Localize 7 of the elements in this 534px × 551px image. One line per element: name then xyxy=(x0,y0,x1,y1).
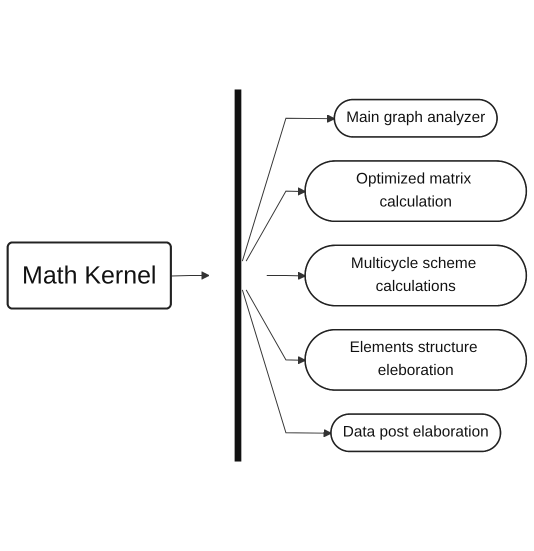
node-bar xyxy=(234,89,242,462)
arrow xyxy=(266,272,306,280)
arrow xyxy=(246,289,306,364)
arrow xyxy=(242,289,332,438)
arrow xyxy=(242,114,336,262)
arrow xyxy=(170,271,210,280)
arrow xyxy=(246,187,306,262)
